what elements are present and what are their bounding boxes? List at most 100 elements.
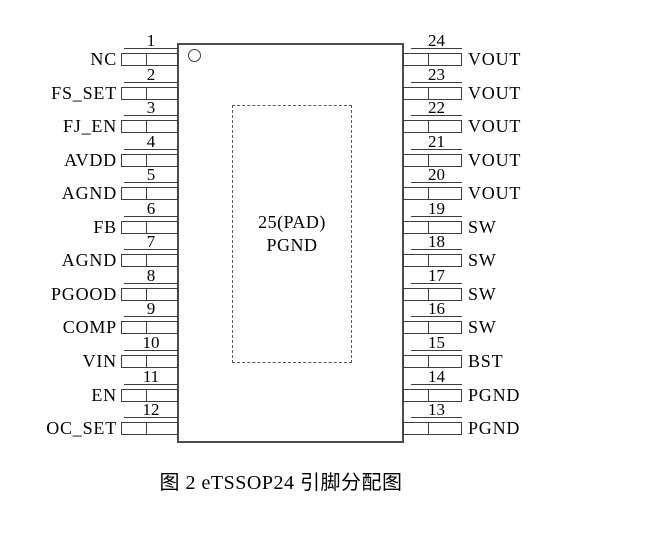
pin-lead-box xyxy=(403,422,462,435)
pin-name-label: PGOOD xyxy=(50,284,117,304)
pin-number: 2 xyxy=(124,65,178,84)
pin-divider-line xyxy=(145,155,148,166)
pin-name-label: FS_SET xyxy=(51,83,117,103)
pin-name-label: AVDD xyxy=(64,150,117,170)
pin-name-label: NC xyxy=(90,49,117,69)
pin-divider-line xyxy=(427,390,430,401)
pin-number: 1 xyxy=(124,31,178,50)
pin-lead-box xyxy=(403,187,462,200)
pin-number: 18 xyxy=(411,232,462,251)
pin-name-label: FB xyxy=(93,217,117,237)
pin-number: 15 xyxy=(411,333,462,352)
pin-divider-line xyxy=(427,88,430,99)
pin-lead-box xyxy=(403,53,462,66)
pin-name-label: PGND xyxy=(468,418,521,438)
pin-number: 24 xyxy=(411,31,462,50)
pin-divider-line xyxy=(427,121,430,132)
figure-caption: 图 2 eTSSOP24 引脚分配图 xyxy=(159,472,403,494)
pin-divider-line xyxy=(427,255,430,266)
pin-lead-box xyxy=(121,321,178,334)
pin-number: 4 xyxy=(124,132,178,151)
pin-lead-box xyxy=(403,389,462,402)
pin-divider-line xyxy=(427,155,430,166)
pin-lead-box xyxy=(121,389,178,402)
pin-number: 19 xyxy=(411,199,462,218)
pin-lead-box xyxy=(403,154,462,167)
pin-name-label: PGND xyxy=(468,385,521,405)
pin-divider-line xyxy=(427,54,430,65)
pin-divider-line xyxy=(145,423,148,434)
pin-divider-line xyxy=(145,356,148,367)
pin-name-label: BST xyxy=(468,351,504,371)
pin1-indicator-circle xyxy=(188,49,201,62)
pin-lead-box xyxy=(121,221,178,234)
pin-divider-line xyxy=(145,188,148,199)
pin-lead-box xyxy=(403,288,462,301)
pin-divider-line xyxy=(427,222,430,233)
pin-lead-box xyxy=(121,355,178,368)
pin-lead-box xyxy=(121,154,178,167)
pin-name-label: SW xyxy=(468,217,497,237)
pin-divider-line xyxy=(145,54,148,65)
pin-number: 21 xyxy=(411,132,462,151)
pin-number: 17 xyxy=(411,266,462,285)
pin-lead-box xyxy=(403,120,462,133)
pin-name-label: VIN xyxy=(82,351,117,371)
pin-name-label: VOUT xyxy=(468,150,522,170)
pin-name-label: FJ_EN xyxy=(62,116,117,136)
pin-lead-box xyxy=(121,53,178,66)
pin-number: 12 xyxy=(124,400,178,419)
pin-lead-box xyxy=(403,221,462,234)
pin-divider-line xyxy=(145,255,148,266)
pin-name-label: AGND xyxy=(61,250,117,270)
pin-lead-box xyxy=(121,422,178,435)
pin-lead-box xyxy=(403,87,462,100)
pin-lead-box xyxy=(121,187,178,200)
pin-name-label: AGND xyxy=(61,183,117,203)
pin-divider-line xyxy=(427,188,430,199)
pin-number: 16 xyxy=(411,299,462,318)
thermal-pad: 25(PAD) PGND xyxy=(232,105,352,363)
pin-number: 14 xyxy=(411,367,462,386)
pin-lead-box xyxy=(121,254,178,267)
pin-name-label: VOUT xyxy=(468,49,522,69)
pin-divider-line xyxy=(427,322,430,333)
pin-name-label: SW xyxy=(468,317,497,337)
pin-number: 13 xyxy=(411,400,462,419)
pin-name-label: SW xyxy=(468,284,497,304)
pin-name-label: VOUT xyxy=(468,83,522,103)
pin-number: 10 xyxy=(124,333,178,352)
pin-number: 7 xyxy=(124,232,178,251)
pin-lead-box xyxy=(121,87,178,100)
pin-divider-line xyxy=(145,222,148,233)
pin-name-label: COMP xyxy=(62,317,117,337)
pin-lead-box xyxy=(403,254,462,267)
pin-divider-line xyxy=(145,289,148,300)
pin-lead-box xyxy=(403,321,462,334)
pin-lead-box xyxy=(121,288,178,301)
pin-number: 11 xyxy=(124,367,178,386)
pin-number: 3 xyxy=(124,98,178,117)
pin-number: 5 xyxy=(124,165,178,184)
pin-number: 20 xyxy=(411,165,462,184)
pin-number: 6 xyxy=(124,199,178,218)
pin-divider-line xyxy=(145,390,148,401)
